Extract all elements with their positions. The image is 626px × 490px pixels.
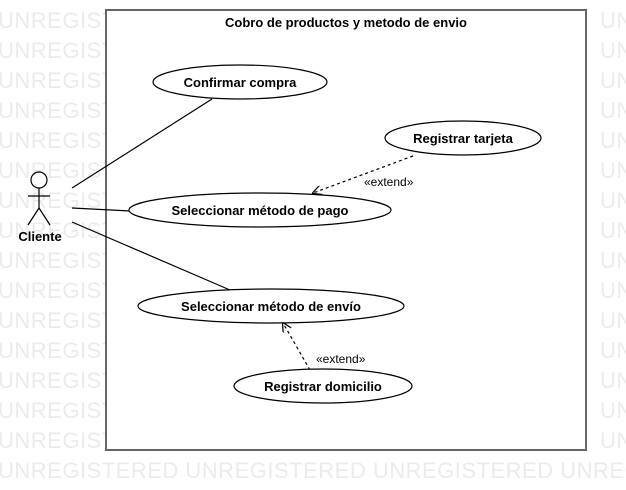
watermark-text: UNREGISTERED: [600, 218, 626, 243]
extend-label: «extend»: [316, 352, 366, 366]
use-case-seleccionar-envio[interactable]: Seleccionar método de envío: [137, 288, 405, 324]
use-case-ellipse: [137, 288, 405, 324]
watermark-line: UNREGISTERED UNREGISTERED UNREGISTERED U…: [0, 458, 626, 483]
watermark-text: UNREGISTERED: [600, 248, 626, 273]
watermark-text: UNREGISTERED: [600, 158, 626, 183]
association-envio[interactable]: [71, 221, 231, 291]
use-case-label: Confirmar compra: [184, 75, 297, 90]
watermark-text: UNREGISTERED: [600, 278, 626, 303]
use-case-ellipse: [128, 192, 392, 228]
watermark-text: UNREGISTERED: [600, 338, 626, 363]
watermark-text: UNREGISTERED: [600, 68, 626, 93]
watermark-text: UNREGISTERED: [600, 8, 626, 33]
watermark-text: UNREGISTERED: [600, 188, 626, 213]
watermark-text: UNREGISTERED: [600, 308, 626, 333]
association-confirmar[interactable]: [71, 98, 213, 189]
actor-head: [30, 171, 48, 189]
watermark-text: UNREGISTERED: [600, 428, 626, 453]
actor-label: Cliente: [18, 229, 61, 244]
actor-cliente[interactable]: Cliente: [18, 171, 62, 244]
use-case-ellipse: [152, 64, 328, 100]
use-case-confirmar-compra[interactable]: Confirmar compra: [152, 64, 328, 100]
watermark-text: UNREGISTERED: [600, 98, 626, 123]
use-case-label: Seleccionar método de envío: [181, 299, 361, 314]
actor-right-leg: [38, 207, 51, 226]
use-case-registrar-domicilio[interactable]: Registrar domicilio: [233, 368, 413, 404]
use-case-registrar-tarjeta[interactable]: Registrar tarjeta: [384, 120, 542, 156]
watermark-text: UNREGISTERED: [600, 368, 626, 393]
use-case-ellipse: [233, 368, 413, 404]
watermark-text: UNREGISTERED: [600, 398, 626, 423]
actor-left-leg: [27, 207, 40, 226]
use-case-label: Seleccionar método de pago: [172, 203, 349, 218]
association-pago[interactable]: [71, 207, 131, 212]
watermark-text: UNREGISTERED: [600, 128, 626, 153]
use-case-seleccionar-pago[interactable]: Seleccionar método de pago: [128, 192, 392, 228]
use-case-label: Registrar tarjeta: [413, 131, 513, 146]
system-title: Cobro de productos y metodo de envio: [225, 15, 467, 30]
watermark-text: UNREGISTERED: [600, 38, 626, 63]
use-case-ellipse: [384, 120, 542, 156]
use-case-label: Registrar domicilio: [264, 379, 382, 394]
extend-label: «extend»: [364, 175, 414, 189]
